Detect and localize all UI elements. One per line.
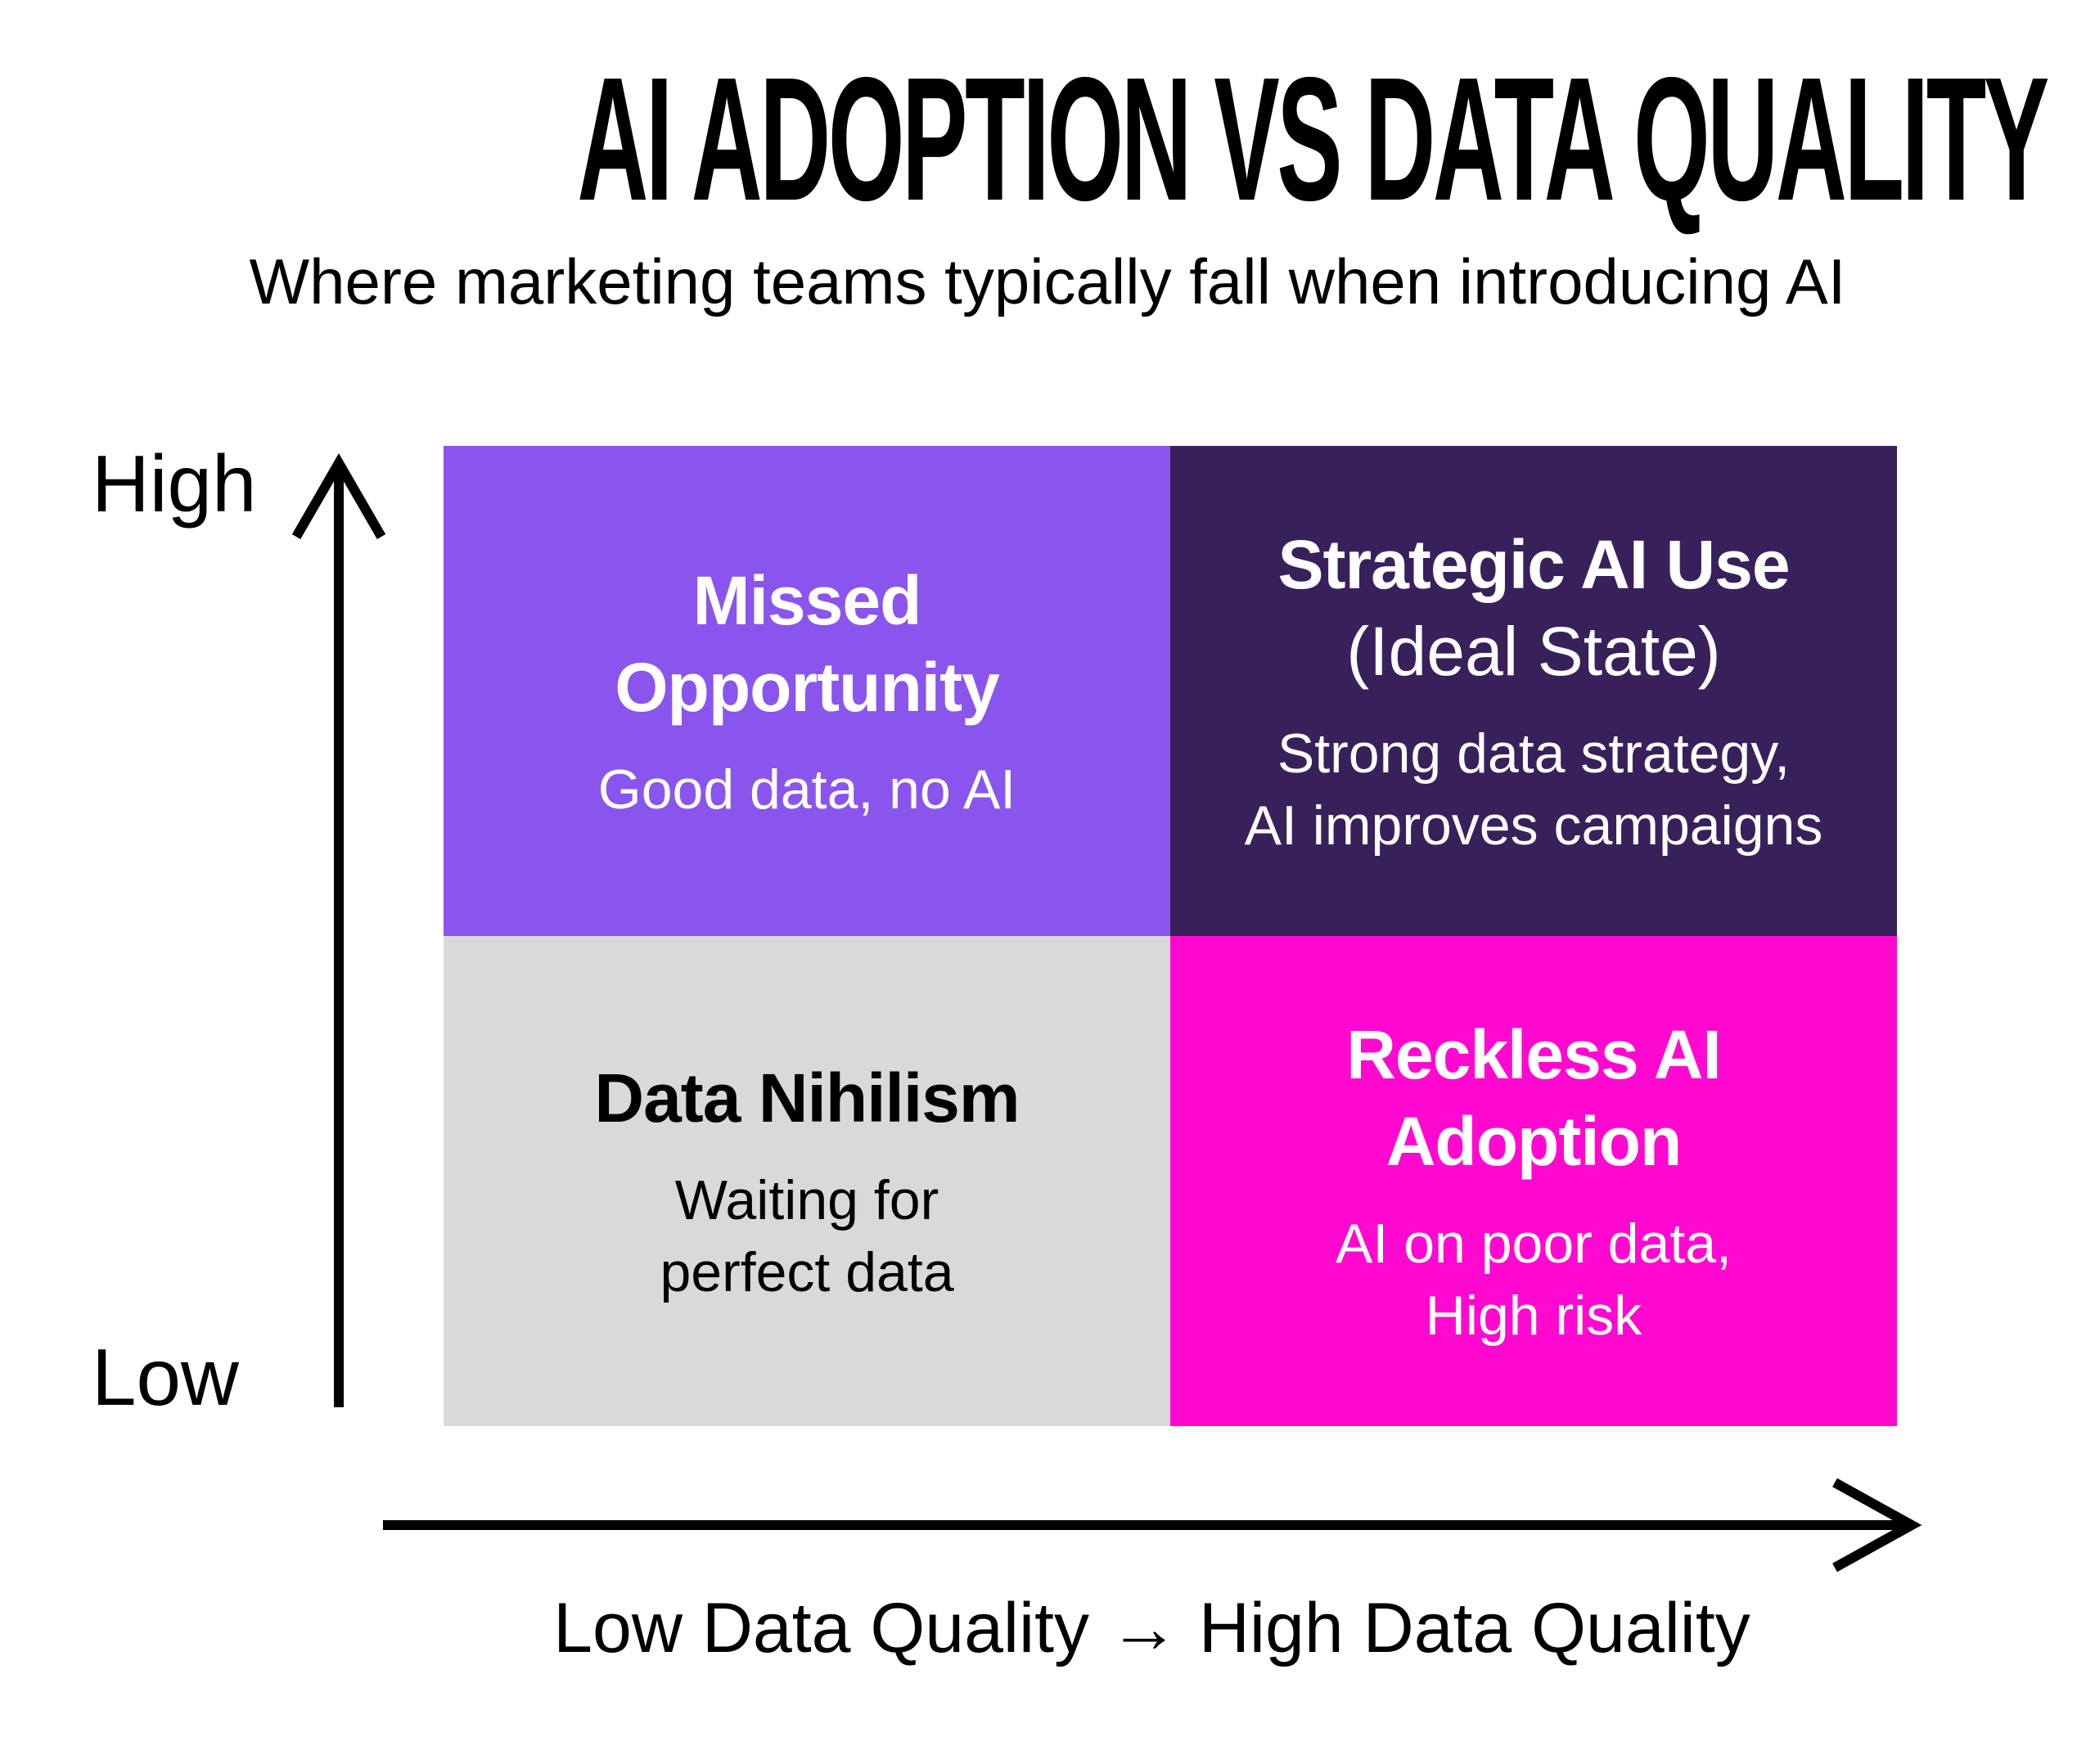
y-axis-high-label: High [92, 439, 257, 529]
quadrant-strategic-ai-use: Strategic AI Use (Ideal State) Strong da… [1170, 446, 1897, 936]
y-axis-arrow [291, 453, 386, 1407]
page-subtitle: Where marketing teams typically fall whe… [249, 245, 1846, 317]
quadrant-title: Strategic AI Use [1277, 525, 1790, 603]
quadrant-description: Strong data strategy, AI improves campai… [1245, 718, 1823, 862]
quadrant-title: Data Nihilism [594, 1059, 1020, 1136]
quadrant-description: AI on poor data, High risk [1336, 1208, 1732, 1352]
page-title: AI ADOPTION VS DATA QUALITY [0, 49, 2095, 229]
description-line: perfect data [660, 1240, 954, 1303]
y-axis-low-label: Low [92, 1332, 239, 1422]
description-line: AI on poor data, [1336, 1212, 1732, 1275]
description-line: Waiting for [674, 1168, 939, 1231]
title-text: AI ADOPTION VS DATA QUALITY [577, 40, 2049, 237]
quadrant-description: Good data, no AI [597, 758, 1016, 821]
description-line: High risk [1425, 1284, 1642, 1347]
quadrant-data-nihilism: Data Nihilism Waiting for perfect data [444, 936, 1170, 1426]
quadrant-description: Waiting for perfect data [660, 1164, 953, 1308]
quadrant-title: Missed [692, 561, 922, 639]
x-axis-label: Low Data Quality → High Data Quality [553, 1589, 1750, 1667]
quadrant-title: Reckless AI [1346, 1015, 1722, 1093]
description-line: AI improves campaigns [1244, 794, 1823, 857]
x-axis-arrow [383, 1478, 1922, 1573]
quadrant-subtitle: (Ideal State) [1346, 612, 1721, 690]
quadrant-title: Adoption [1385, 1102, 1683, 1180]
quadrant-missed-opportunity: Missed Opportunity Good data, no AI [444, 446, 1170, 936]
quadrant-reckless-ai-adoption: Reckless AI Adoption AI on poor data, Hi… [1170, 936, 1897, 1426]
quadrant-grid: Missed Opportunity Good data, no AI Stra… [444, 446, 1897, 1426]
description-line: Strong data strategy, [1277, 722, 1791, 785]
quadrant-title: Opportunity [615, 648, 1000, 726]
